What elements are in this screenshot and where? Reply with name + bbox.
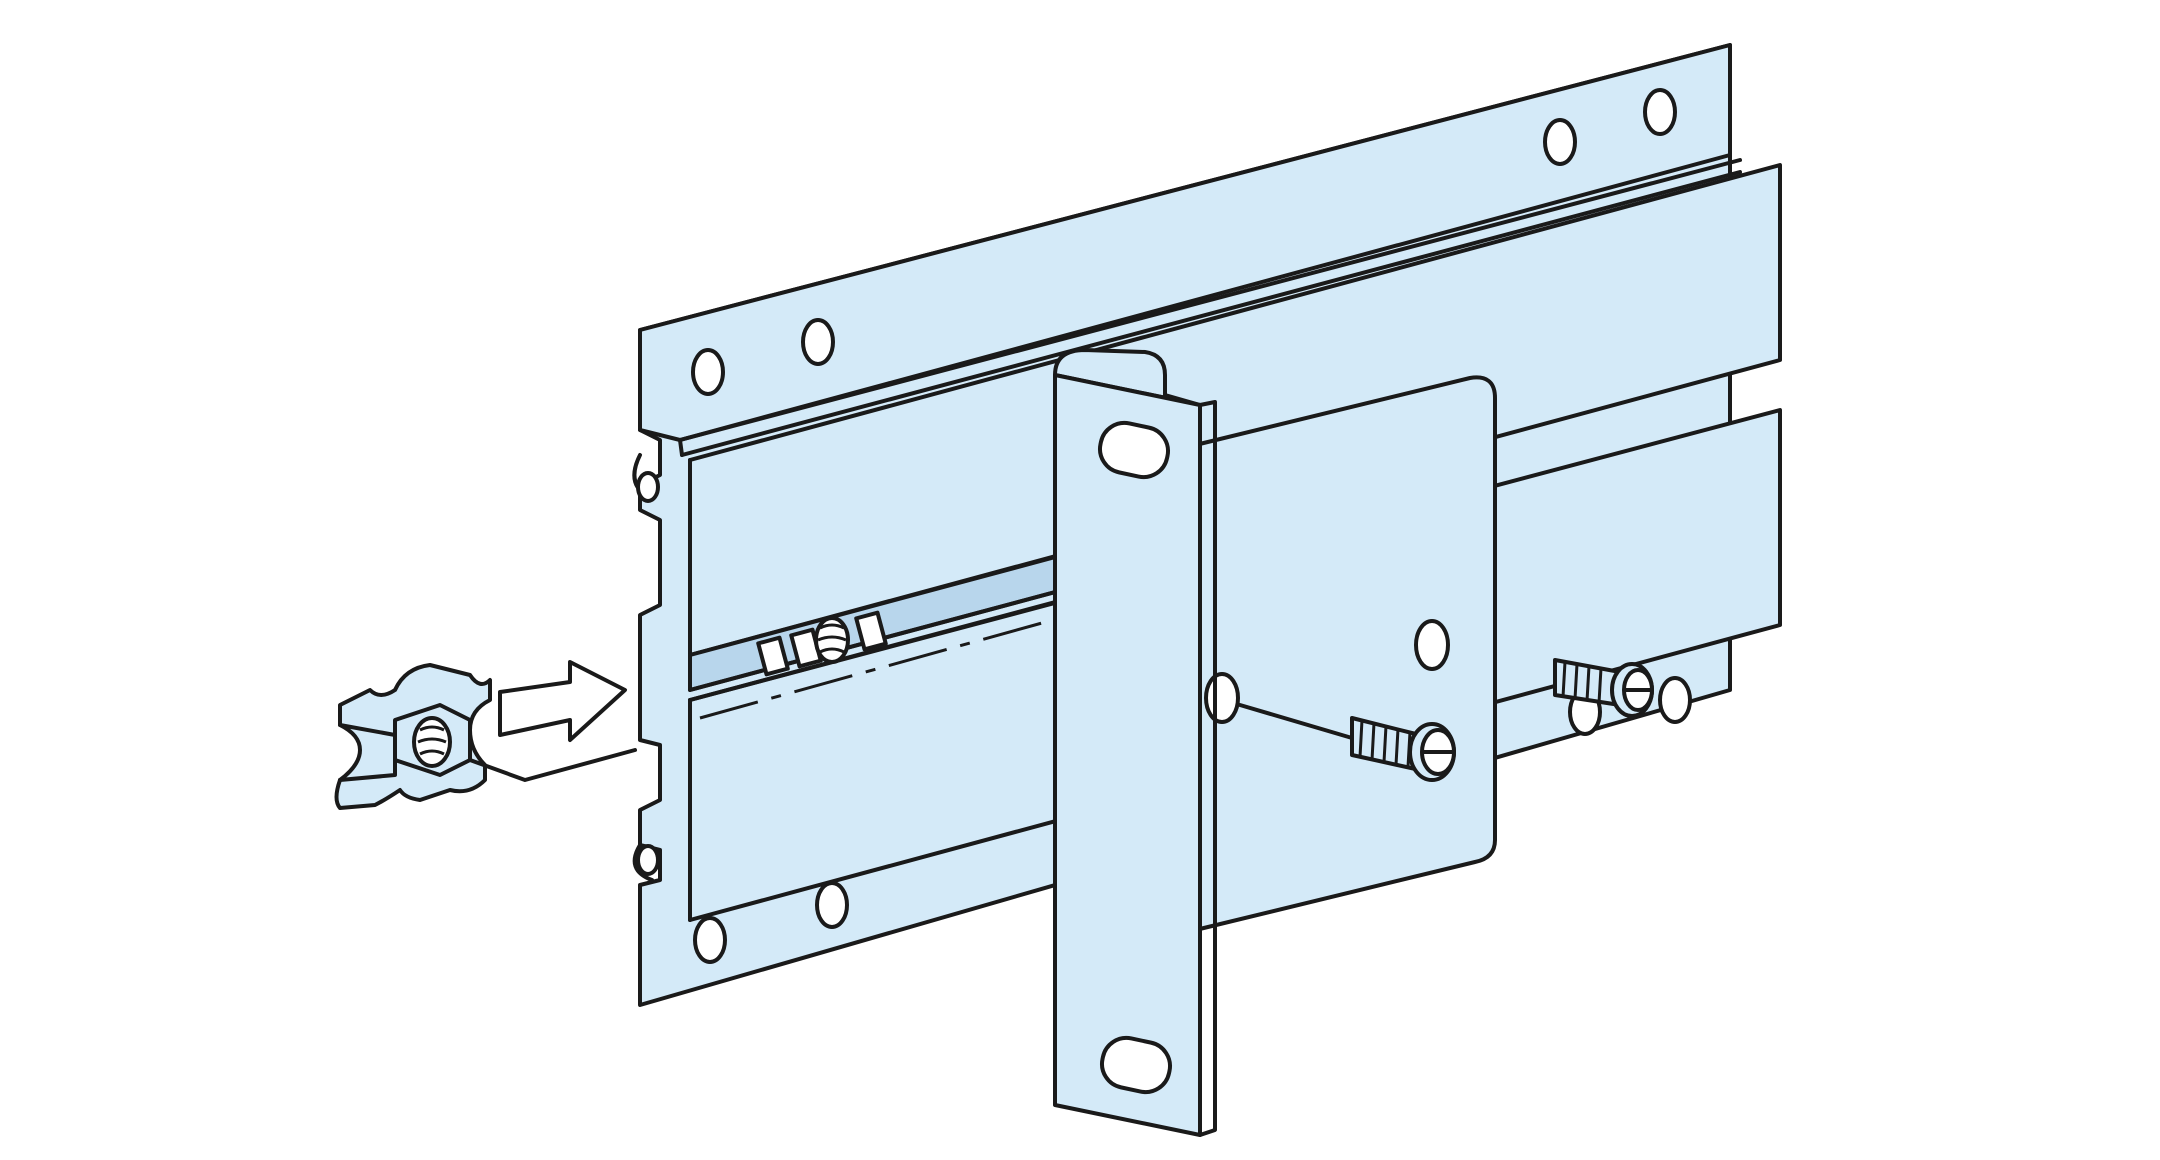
plate-hole	[1414, 619, 1450, 671]
rail-top-flange	[638, 43, 1732, 442]
bracket-slot-bottom	[1100, 1035, 1172, 1095]
vertical-bracket	[1053, 348, 1217, 1137]
bracket-slot-top	[1098, 420, 1170, 480]
rail-hole	[693, 916, 727, 964]
rail-slot-1	[756, 635, 790, 677]
cage-nut	[334, 663, 637, 810]
rail-hole	[815, 881, 849, 929]
rail-hole	[1543, 118, 1577, 166]
plate-face	[1173, 375, 1497, 937]
rail-hole	[801, 318, 835, 366]
insertion-arrow	[498, 660, 627, 742]
mounting-plate	[1173, 375, 1497, 937]
bracket-top-lip	[1053, 348, 1202, 407]
screw-right	[1553, 658, 1654, 718]
nut-guide-line	[468, 748, 637, 782]
rail-notch-lower	[632, 843, 654, 882]
rail-hole	[1643, 88, 1677, 136]
rail-hole	[691, 348, 725, 396]
screw-front	[1238, 703, 1456, 782]
rail-slot-3	[854, 610, 888, 652]
arrow-shape	[498, 660, 627, 742]
bracket-face	[1053, 373, 1202, 1137]
rail-hole	[1658, 676, 1692, 724]
plate-hole	[1204, 672, 1240, 724]
screw-axis-line	[1238, 703, 1354, 740]
